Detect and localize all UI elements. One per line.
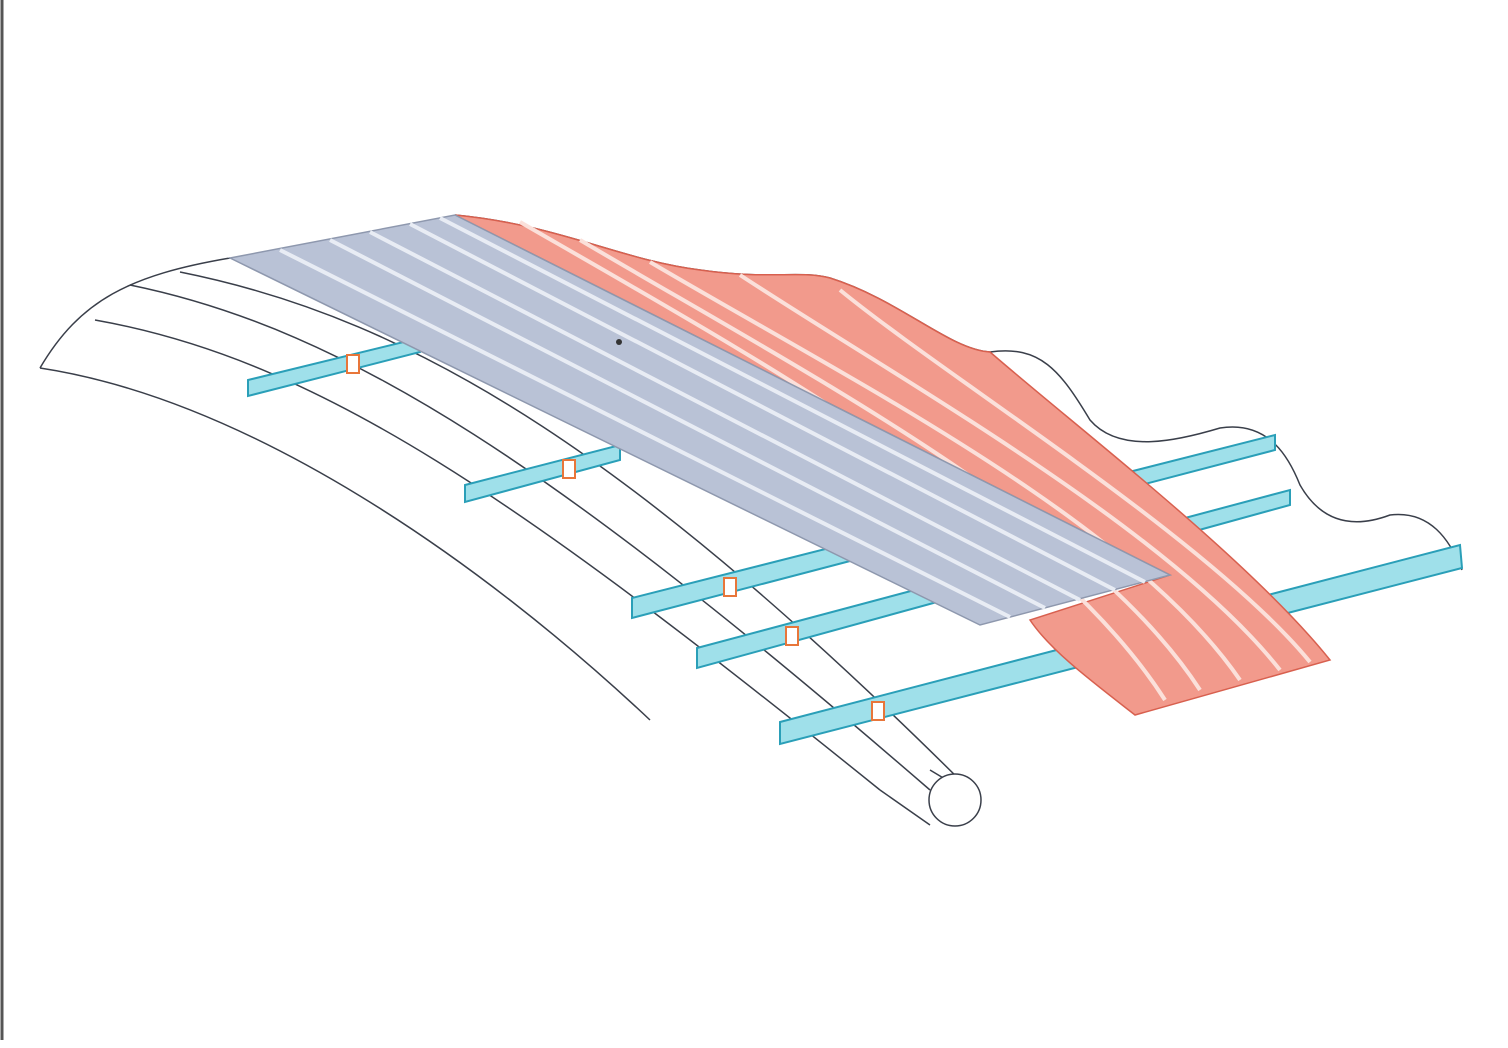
cleats	[346, 354, 885, 721]
purlin	[464, 443, 621, 504]
red-sheet-rib	[578, 238, 1202, 692]
grey-sheet-rib	[409, 222, 1116, 592]
rafter-line	[129, 284, 931, 791]
grey-sheet-rib	[369, 230, 1081, 602]
red-sheet-rib	[648, 260, 1242, 682]
grey-sheet-rib	[329, 238, 1046, 610]
grey-sheet-rib	[439, 216, 1146, 584]
fastener-dot	[616, 339, 622, 345]
grey-sheet-rib	[279, 248, 1011, 619]
purlin	[247, 336, 421, 398]
cleat	[785, 626, 799, 646]
arch-outer-edge	[39, 257, 231, 369]
grey-sheet-body	[227, 214, 1173, 626]
rafter-line	[39, 367, 651, 721]
cleat	[723, 577, 737, 597]
cleat	[346, 354, 360, 374]
red-roof-sheet	[454, 214, 1332, 716]
rafter-line	[94, 319, 881, 791]
grey-roof-sheet	[227, 214, 1173, 626]
rafter-line	[179, 271, 981, 801]
cleat	[871, 701, 885, 721]
red-sheet-rib	[738, 273, 1282, 672]
cleat	[562, 459, 576, 479]
red-sheet-rib	[838, 288, 1312, 664]
tube-end	[928, 773, 982, 827]
red-sheet-body	[454, 214, 1332, 716]
